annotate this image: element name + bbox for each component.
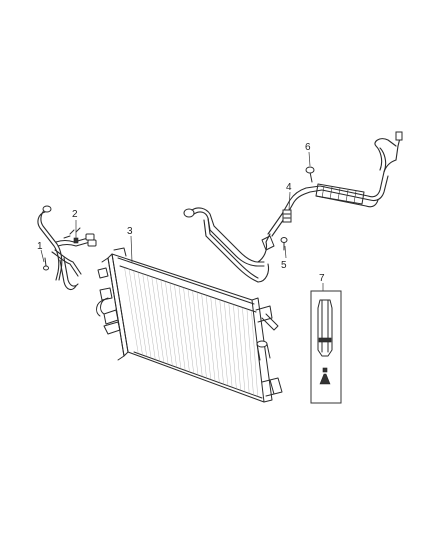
callout-labels: 1 2 3 4 5 6 7 <box>37 142 325 284</box>
leader-lines <box>40 151 324 291</box>
core-fin-line <box>192 290 203 377</box>
callout-7: 7 <box>319 273 325 284</box>
core-fin-line <box>142 273 156 360</box>
callout-6: 6 <box>305 142 311 153</box>
core-fin-line <box>169 282 182 369</box>
core-fin-line <box>233 304 241 391</box>
core-fin-line <box>251 310 258 397</box>
core-fin-line <box>124 267 139 354</box>
core-fin-line <box>133 270 147 357</box>
core-fin-line <box>137 272 152 359</box>
core-fin-line <box>237 305 246 392</box>
callout-4: 4 <box>286 182 292 193</box>
core-fin-line <box>174 284 186 371</box>
core-fin-line <box>151 276 165 363</box>
core-fin-line <box>246 308 254 395</box>
core-fin-line <box>160 279 173 366</box>
core-fin-line <box>165 281 177 368</box>
core-fin-line <box>183 287 194 374</box>
core-fin-line <box>224 301 233 388</box>
core-fin-line <box>215 298 224 385</box>
callout-3: 3 <box>127 226 133 237</box>
core-fin-line <box>147 275 160 362</box>
core-fin-line <box>128 269 143 356</box>
seal-kit-box <box>310 290 342 404</box>
core-fin-line <box>201 293 211 380</box>
core-fin-line <box>187 288 199 376</box>
callout-5: 5 <box>281 260 287 271</box>
core-fin-line <box>219 299 229 386</box>
cooler-line-assembly <box>37 205 97 291</box>
core-fin-line <box>178 285 190 372</box>
callout-2: 2 <box>72 209 78 220</box>
core-fin-line <box>196 292 207 379</box>
condenser-radiator <box>96 247 283 403</box>
core-fin-line <box>205 295 216 382</box>
core-fin-line <box>228 302 237 389</box>
core-fin-line <box>210 296 220 383</box>
core-fin-line <box>242 307 250 394</box>
callout-1: 1 <box>37 241 43 252</box>
core-fin-line <box>156 278 169 365</box>
ac-line-assembly <box>183 131 403 283</box>
